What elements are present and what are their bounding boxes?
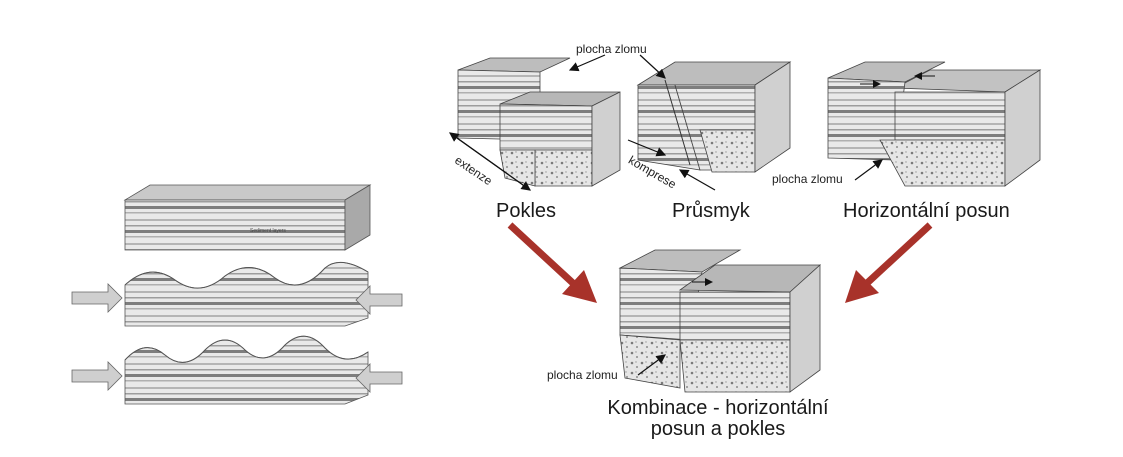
combined-fault-label: plocha zlomu <box>547 368 618 382</box>
prusmyk-block <box>636 61 792 173</box>
compression-arrow-right-2 <box>355 363 403 393</box>
red-arrow-left <box>507 222 597 303</box>
combined-caption-line2: posun a pokles <box>650 418 786 440</box>
compression-arrow-left-2 <box>71 361 123 391</box>
pokles-block <box>457 57 621 187</box>
folded-block-2 <box>124 335 369 405</box>
prusmyk-caption: Průsmyk <box>672 200 750 222</box>
annotation-lines <box>449 54 883 376</box>
red-arrow-right <box>845 222 933 303</box>
horizontal-caption: Horizontální posun <box>843 200 1010 222</box>
pokles-caption: Pokles <box>496 200 557 222</box>
combined-block <box>618 249 822 393</box>
compression-arrow-left-1 <box>71 283 123 313</box>
compression-arrow-right-1 <box>355 285 403 315</box>
pokles-fault-label: plocha zlomu <box>576 42 647 56</box>
horizontal-block <box>827 61 1042 187</box>
sediment-label: Sediment layers <box>250 228 286 234</box>
folded-block-1 <box>124 261 369 327</box>
combined-caption-line1: Kombinace - horizontální <box>607 397 829 419</box>
sediment-block: Sediment layers <box>123 184 372 251</box>
horizontal-fault-label: plocha zlomu <box>772 172 843 186</box>
